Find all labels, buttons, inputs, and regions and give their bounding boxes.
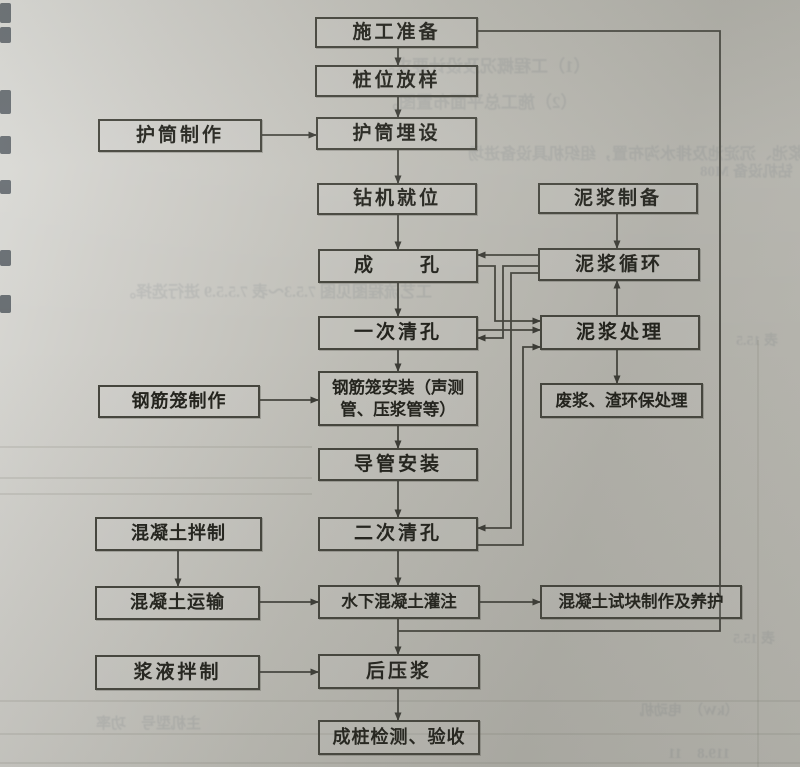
- connector-clean2-to-mud-treatment: [478, 343, 541, 546]
- flow-box-mud-circulation: 泥浆循环: [538, 248, 700, 281]
- flow-box-construction-prep: 施工准备: [315, 17, 478, 48]
- flow-box-casing-embedding: 护筒埋设: [316, 117, 477, 150]
- flow-box-hole-forming: 成 孔: [318, 249, 478, 283]
- flow-box-second-hole-cleaning: 二次清孔: [318, 517, 478, 551]
- flow-box-test-block-making-curing: 混凝土试块制作及养护: [540, 585, 742, 619]
- flow-box-drill-rig-in-place: 钻机就位: [317, 183, 477, 215]
- flow-box-first-hole-cleaning: 一次清孔: [318, 316, 478, 350]
- connector-circulation-to-clean1: [477, 265, 538, 342]
- flow-box-rebar-cage-installation: 钢筋笼安装（声测管、压浆管等）: [318, 371, 478, 426]
- flow-box-pile-layout: 桩位放样: [315, 65, 478, 97]
- flow-box-waste-mud-treatment: 废浆、渣环保处理: [540, 383, 703, 418]
- flow-box-grout-mixing: 浆液拌制: [95, 655, 260, 690]
- flow-box-mud-treatment: 泥浆处理: [540, 315, 700, 350]
- flow-box-conduit-installation: 导管安装: [318, 448, 478, 481]
- connector-prep-right-edge-return: [398, 30, 721, 632]
- flow-box-mud-preparation: 泥浆制备: [538, 183, 698, 214]
- connector-circulation-to-clean2: [477, 272, 538, 532]
- flow-box-concrete-transport: 混凝土运输: [95, 586, 260, 620]
- flow-box-casing-fabrication: 护筒制作: [98, 119, 262, 152]
- connector-hole-to-mud-treatment: [478, 265, 541, 325]
- flow-box-post-grouting: 后压浆: [318, 654, 480, 689]
- flow-box-concrete-mixing: 混凝土拌制: [95, 517, 262, 551]
- flow-box-underwater-concrete-pouring: 水下混凝土灌注: [318, 585, 480, 619]
- flow-box-rebar-cage-fabrication: 钢筋笼制作: [98, 385, 260, 418]
- flow-box-pile-testing-acceptance: 成桩检测、验收: [318, 720, 480, 755]
